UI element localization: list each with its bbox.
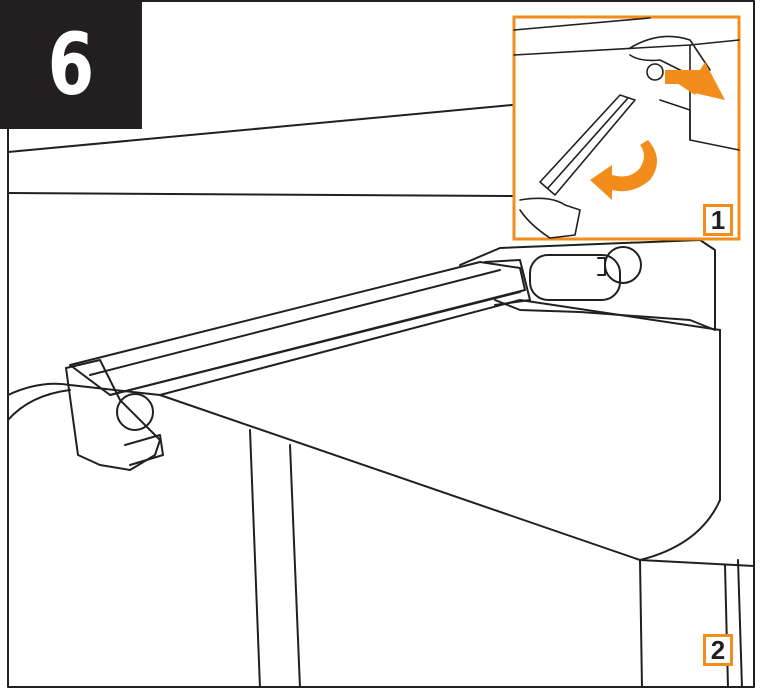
leg-left-2	[289, 444, 301, 689]
long-bar-bottom	[109, 291, 521, 396]
desk-side-edge	[639, 329, 721, 561]
inset-bar	[539, 94, 636, 196]
callout-label-1: 1	[703, 204, 733, 236]
inset-bar-line	[547, 97, 629, 189]
wall-line-bottom	[7, 192, 513, 197]
wall-line-top	[7, 104, 513, 153]
end-cap	[65, 359, 161, 471]
inset-ceiling	[513, 17, 651, 31]
callout-1-text: 1	[710, 204, 726, 235]
inset-bracket	[659, 99, 691, 141]
mount-clamp	[484, 259, 531, 306]
leg-right-3	[737, 559, 743, 689]
callout-2-text: 2	[710, 634, 726, 665]
arrow-rotate-icon	[590, 140, 658, 200]
long-bar-highlight	[89, 269, 501, 376]
frame-border	[7, 0, 755, 688]
arrow-push-icon	[665, 62, 725, 100]
leg-right-1	[639, 559, 643, 689]
inset-detail-1	[512, 15, 741, 241]
desk-top-back-edge	[159, 299, 721, 396]
mount-knob	[604, 246, 642, 284]
long-bar-body	[69, 261, 526, 396]
end-cap-foot	[124, 434, 164, 466]
desk-curve-left	[7, 389, 71, 421]
mount-bracket	[459, 239, 716, 331]
upper-hand	[629, 35, 711, 76]
callout-label-2: 2	[703, 634, 733, 666]
inset-knob	[646, 63, 664, 81]
step-number-badge: 6	[0, 0, 142, 129]
end-cap-knob	[116, 393, 154, 431]
step-number: 6	[47, 14, 95, 115]
knob-stem	[597, 257, 606, 276]
lower-hand	[519, 197, 581, 239]
mount-tube	[529, 254, 621, 301]
desk-top-front-edge	[7, 382, 755, 567]
leg-right-2	[724, 564, 729, 689]
leg-left-1	[249, 429, 261, 689]
